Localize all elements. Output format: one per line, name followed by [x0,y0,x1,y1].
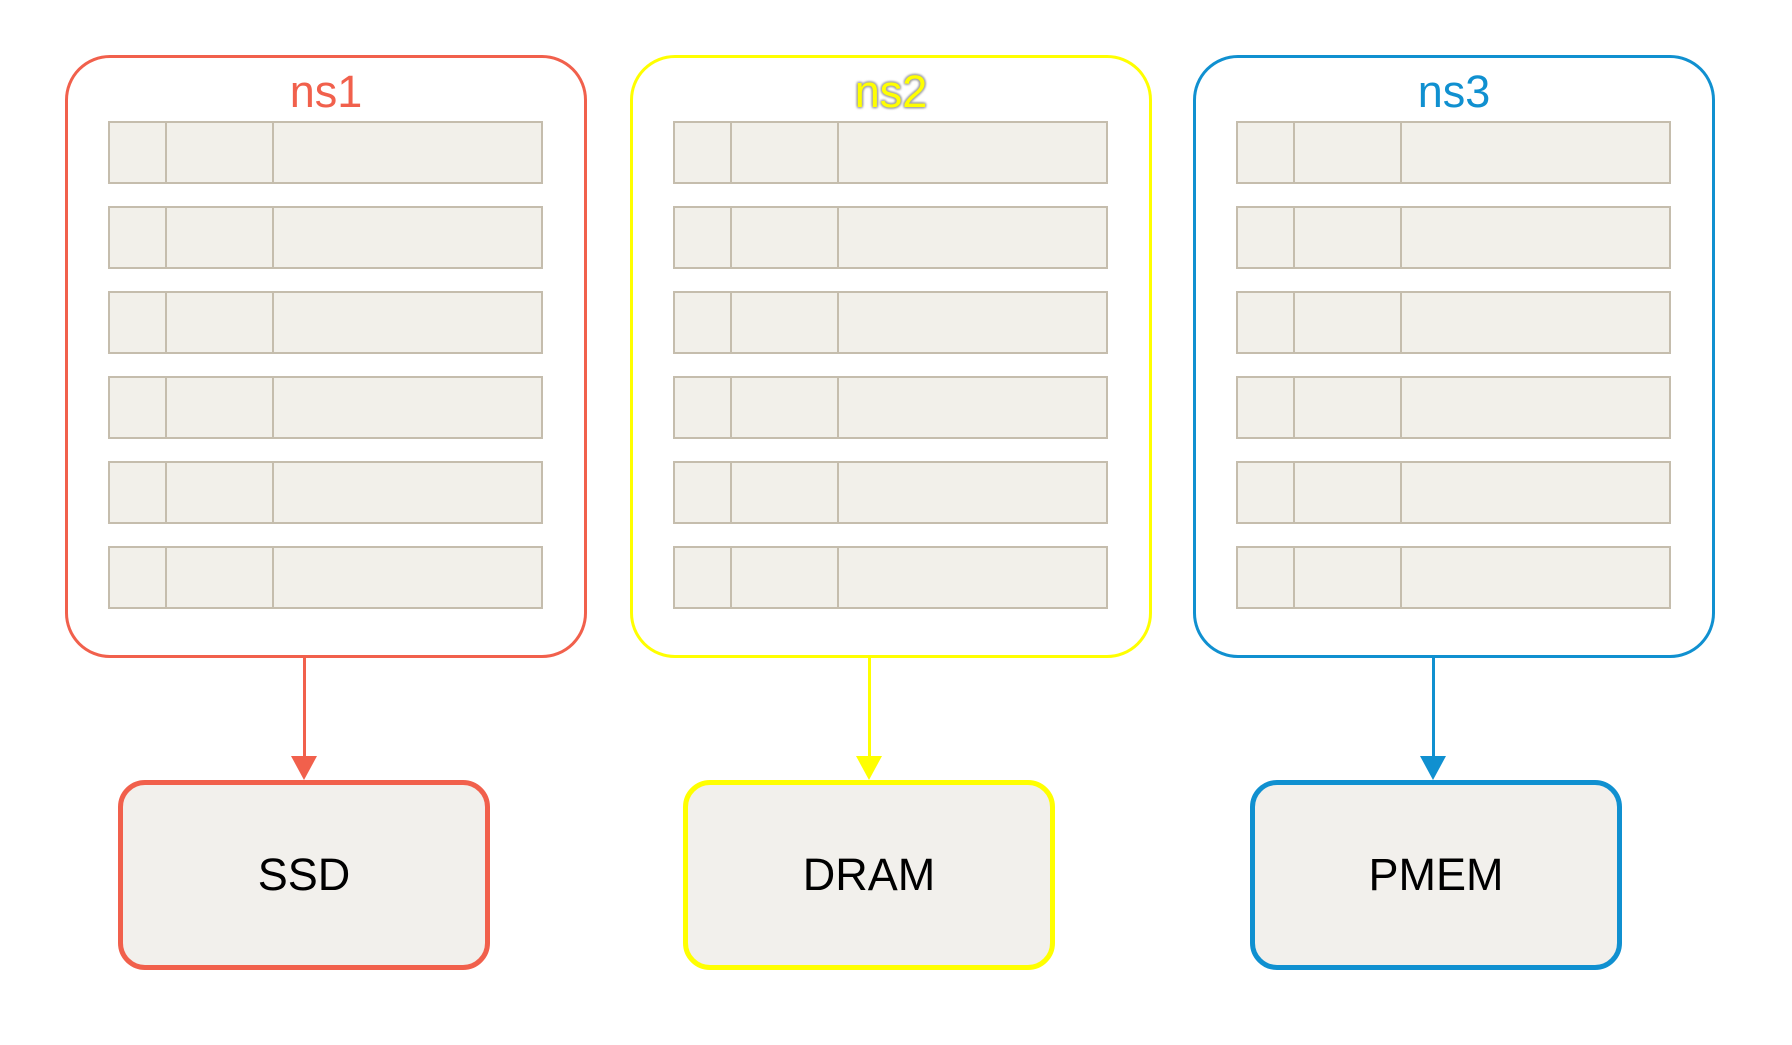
memory-cell [732,548,840,607]
memory-cell [732,378,840,437]
arrow-stem [1431,658,1435,757]
memory-cell [274,208,541,267]
memory-cell [732,123,840,182]
memory-cell [732,208,840,267]
device-pmem: PMEM [1250,780,1622,970]
arrow-ns3-to-pmem [1418,658,1448,780]
namespace-ns1-rows [108,121,543,631]
device-dram: DRAM [683,780,1055,970]
memory-cell [675,378,732,437]
namespace-ns3-label: ns3 [1417,66,1491,117]
memory-cell [1238,378,1295,437]
memory-cell [1402,548,1669,607]
memory-cell [1295,293,1403,352]
device-pmem-label: PMEM [1368,849,1504,900]
memory-cell [274,548,541,607]
memory-cell [1402,123,1669,182]
arrow-ns2-to-dram [854,658,884,780]
memory-cell [1402,463,1669,522]
memory-cell [675,293,732,352]
memory-cell [839,293,1106,352]
memory-row [108,121,543,184]
device-dram-label: DRAM [802,849,936,900]
memory-row [108,206,543,269]
arrowhead-down-icon [1420,756,1446,780]
memory-cell [110,463,167,522]
namespace-ns2: ns2 [630,55,1152,658]
memory-cell [732,463,840,522]
memory-cell [1295,463,1403,522]
arrow-ns1-to-ssd [289,658,319,780]
memory-cell [110,293,167,352]
memory-cell [1238,293,1295,352]
namespace-ns1: ns1 [65,55,587,658]
memory-row [673,461,1108,524]
memory-row [1236,376,1671,439]
memory-cell [1295,208,1403,267]
arrowhead-down-icon [856,756,882,780]
memory-cell [839,378,1106,437]
memory-row [673,206,1108,269]
memory-row [673,546,1108,609]
memory-cell [675,463,732,522]
memory-row [673,291,1108,354]
memory-row [108,376,543,439]
memory-row [673,121,1108,184]
memory-cell [1295,548,1403,607]
memory-row [1236,461,1671,524]
memory-cell [1295,123,1403,182]
memory-cell [110,378,167,437]
memory-cell [839,463,1106,522]
device-ssd: SSD [118,780,490,970]
memory-cell [167,208,275,267]
memory-cell [274,123,541,182]
memory-cell [732,293,840,352]
arrow-stem [867,658,871,757]
memory-cell [1238,208,1295,267]
memory-cell [1238,123,1295,182]
memory-row [108,291,543,354]
memory-row [108,461,543,524]
memory-cell [274,293,541,352]
memory-row [1236,291,1671,354]
memory-row [108,546,543,609]
memory-row [1236,121,1671,184]
namespace-ns3-rows [1236,121,1671,631]
memory-cell [675,123,732,182]
memory-cell [675,548,732,607]
memory-cell [110,208,167,267]
memory-cell [274,463,541,522]
memory-cell [110,548,167,607]
memory-cell [167,378,275,437]
memory-cell [167,123,275,182]
memory-cell [839,123,1106,182]
device-ssd-label: SSD [257,849,351,900]
memory-cell [1238,548,1295,607]
memory-cell [675,208,732,267]
memory-cell [110,123,167,182]
memory-cell [274,378,541,437]
memory-cell [1402,208,1669,267]
memory-cell [1238,463,1295,522]
memory-cell [1295,378,1403,437]
namespace-ns2-label: ns2 [854,66,928,117]
arrow-stem [302,658,306,757]
memory-cell [839,208,1106,267]
memory-cell [167,463,275,522]
namespace-ns1-label: ns1 [289,66,363,117]
memory-row [1236,206,1671,269]
memory-cell [167,548,275,607]
memory-cell [1402,378,1669,437]
namespace-ns2-rows [673,121,1108,631]
arrowhead-down-icon [291,756,317,780]
memory-cell [1402,293,1669,352]
memory-cell [167,293,275,352]
namespace-ns3: ns3 [1193,55,1715,658]
memory-row [1236,546,1671,609]
memory-row [673,376,1108,439]
memory-cell [839,548,1106,607]
